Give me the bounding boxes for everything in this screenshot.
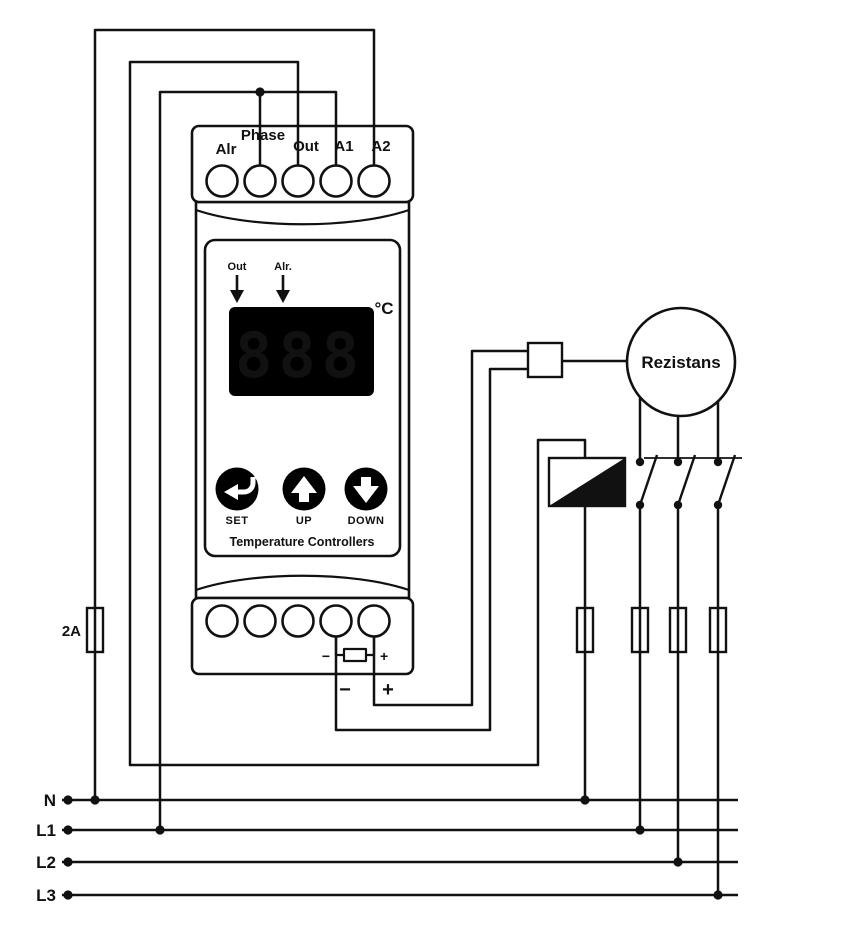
- terminal-bottom-1: [205, 604, 239, 638]
- line-end-dot: [63, 890, 73, 900]
- terminal-label-a2: A2: [371, 138, 390, 155]
- wire-neutral-to-a2: [93, 28, 376, 800]
- terminal-phase: [243, 164, 277, 198]
- device-caption: Temperature Controllers: [230, 535, 375, 549]
- down-arrow-icon: [353, 477, 379, 503]
- wire-out-to-coil: [128, 60, 587, 767]
- out-indicator-label: Out: [228, 261, 247, 273]
- contactor-coil: [547, 456, 627, 508]
- wire-sensor-minus: [334, 367, 528, 732]
- down-button: DOWN: [344, 467, 388, 527]
- set-button-label: SET: [226, 515, 249, 527]
- contact-blade-3: [716, 454, 737, 506]
- contactor-contacts: [635, 454, 742, 510]
- wire-minus-label: −: [339, 679, 351, 701]
- junction-dot: [580, 795, 590, 805]
- terminal-bottom-3: [281, 604, 315, 638]
- terminal-alr: [205, 164, 239, 198]
- heater-circle: [625, 306, 737, 418]
- junction-dot: [90, 795, 100, 805]
- junction-dot: [713, 890, 723, 900]
- wires: [62, 28, 738, 897]
- terminal-group-label: Phase: [241, 127, 285, 144]
- device-top-curve: [195, 208, 410, 226]
- neutral-line-label: N: [44, 791, 56, 810]
- out-indicator-arrow-icon: [230, 275, 244, 303]
- up-button: UP: [282, 467, 326, 527]
- device-bottom-curve: [195, 574, 410, 592]
- contact-terminal-dot: [713, 457, 723, 467]
- terminal-sensor-plus: [357, 604, 391, 638]
- down-button-label: DOWN: [348, 515, 385, 527]
- up-arrow-icon: [291, 476, 317, 502]
- fuse-rating-label: 2A: [62, 623, 81, 640]
- terminal-sensor-minus: [319, 604, 353, 638]
- coil-triangle: [549, 458, 625, 506]
- up-button-label: UP: [296, 515, 312, 527]
- sensor-input-minus-label: −: [322, 648, 330, 664]
- l1-line-label: L1: [36, 821, 56, 840]
- terminal-label-out: Out: [293, 138, 319, 155]
- junction-dots: [63, 87, 723, 900]
- contact-blade-1: [638, 454, 659, 506]
- contact-terminal-dot: [635, 500, 645, 510]
- alarm-indicator-arrow-icon: [276, 275, 290, 303]
- contact-terminal-dot: [673, 457, 683, 467]
- sensor-probe: [526, 341, 564, 379]
- temperature-controller-device: Phase Alr Out A1 A2 Out Alr. 888 °C: [190, 124, 415, 676]
- line-end-dot: [63, 857, 73, 867]
- terminal-label-a1: A1: [334, 138, 353, 155]
- terminal-label-alr: Alr: [216, 141, 237, 158]
- junction-dot: [673, 857, 683, 867]
- contact-terminal-dot: [635, 457, 645, 467]
- wire-l1-to-phase-a1: [158, 90, 338, 830]
- display-value: 888: [235, 319, 365, 392]
- l2-line-label: L2: [36, 853, 56, 872]
- seven-segment-display: [229, 307, 374, 396]
- junction-dot: [635, 825, 645, 835]
- set-button: SET: [215, 467, 259, 527]
- terminal-bottom-2: [243, 604, 277, 638]
- wire-sensor-plus: [372, 349, 528, 707]
- display-unit: °C: [374, 299, 393, 318]
- heater-label: Rezistans: [641, 353, 720, 372]
- alarm-indicator-label: Alr.: [274, 261, 292, 273]
- wire-plus-label: +: [382, 679, 394, 701]
- terminal-a2: [357, 164, 391, 198]
- sensor-input-plus-label: +: [380, 648, 388, 664]
- heater-load: Rezistans: [625, 306, 737, 418]
- line-end-dot: [63, 825, 73, 835]
- line-end-dot: [63, 795, 73, 805]
- set-icon: [224, 477, 256, 500]
- contact-terminal-dot: [713, 500, 723, 510]
- contact-blade-2: [676, 454, 697, 506]
- l3-line-label: L3: [36, 886, 56, 905]
- terminal-out: [281, 164, 315, 198]
- terminal-a1: [319, 164, 353, 198]
- junction-dot: [255, 87, 265, 97]
- contact-terminal-dot: [673, 500, 683, 510]
- junction-dot: [155, 825, 165, 835]
